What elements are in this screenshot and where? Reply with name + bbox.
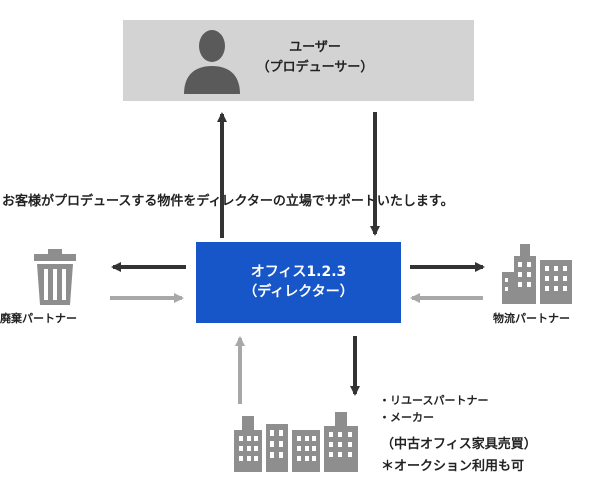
auction-note: ＊オークション利用も可	[381, 459, 525, 474]
buildings-group-icon	[232, 408, 362, 472]
user-role: （プロデューサー）	[256, 60, 374, 75]
list-item: メーカー	[379, 409, 488, 426]
building-icon	[500, 242, 575, 304]
user-label: ユーザー （プロデューサー）	[250, 38, 380, 78]
used-furniture-note: （中古オフィス家具売買）	[381, 437, 537, 452]
user-box	[123, 20, 474, 101]
trash-can-icon	[30, 247, 80, 307]
person-silhouette-icon	[182, 26, 242, 94]
reuse-partner-list: リユースパートナー メーカー	[379, 392, 488, 426]
list-item: リユースパートナー	[379, 392, 488, 409]
disposal-partner-label: 廃棄パートナー	[0, 312, 77, 325]
support-caption: お客様がプロデュースする物件をディレクターの立場でサポートいたします。	[2, 194, 454, 209]
director-role: （ディレクター）	[243, 284, 354, 300]
user-title: ユーザー	[289, 40, 341, 55]
director-label: オフィス1.2.3 （ディレクター）	[196, 262, 401, 302]
director-box	[196, 242, 401, 323]
director-title: オフィス1.2.3	[250, 264, 347, 280]
logistics-partner-label: 物流パートナー	[493, 312, 570, 325]
